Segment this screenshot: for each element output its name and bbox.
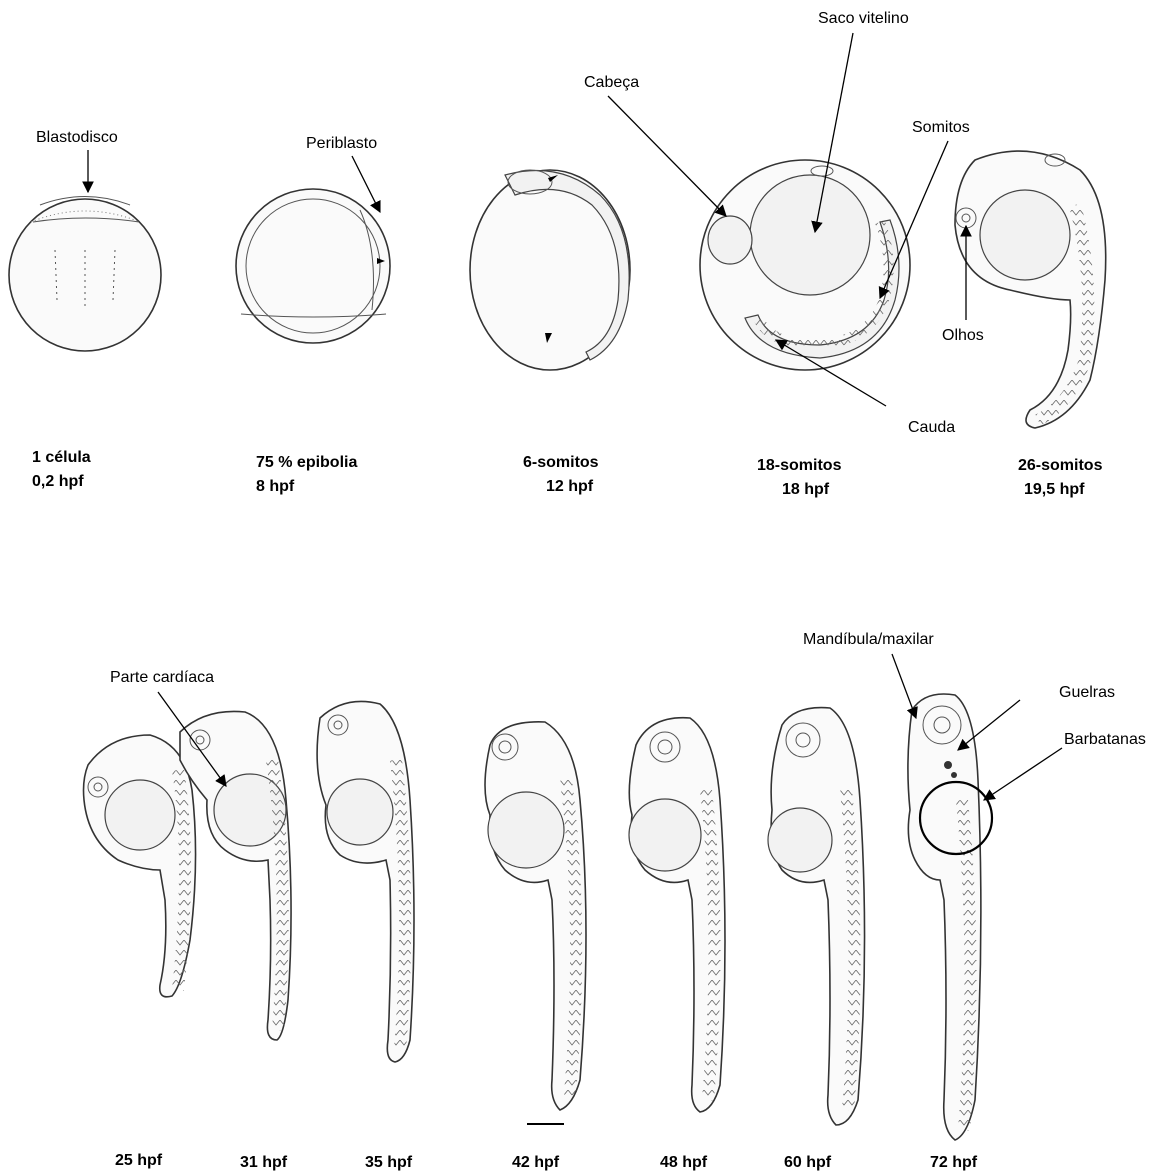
svg-text:26-somitos: 26-somitos xyxy=(1018,457,1103,474)
caption-1-celula: 1 célula 0,2 hpf xyxy=(32,449,91,490)
caption-60-hpf: 60 hpf xyxy=(784,1154,832,1171)
embryo-6-somitos xyxy=(470,170,630,370)
svg-text:18-somitos: 18-somitos xyxy=(757,457,842,474)
label-somitos: Somitos xyxy=(912,119,970,136)
embryo-1-cell xyxy=(9,197,161,352)
label-barbatanas: Barbatanas xyxy=(1064,731,1146,748)
svg-text:12 hpf: 12 hpf xyxy=(546,478,594,495)
caption-42-hpf: 42 hpf xyxy=(512,1154,560,1171)
svg-text:6-somitos: 6-somitos xyxy=(523,454,599,471)
label-blastodisco: Blastodisco xyxy=(36,129,118,146)
embryo-26-somitos xyxy=(955,151,1106,428)
label-cabeca: Cabeça xyxy=(584,74,639,91)
larva-72-hpf xyxy=(908,694,992,1140)
larva-48-hpf xyxy=(629,718,725,1112)
embryo-75-epibolia xyxy=(236,189,390,343)
larva-60-hpf xyxy=(768,708,865,1125)
larva-25-hpf xyxy=(84,735,196,997)
label-parte-cardiaca: Parte cardíaca xyxy=(110,669,214,686)
caption-72-hpf: 72 hpf xyxy=(930,1154,978,1171)
svg-text:8 hpf: 8 hpf xyxy=(256,478,295,495)
svg-text:1 célula: 1 célula xyxy=(32,449,91,466)
label-olhos: Olhos xyxy=(942,327,984,344)
svg-text:75 % epibolia: 75 % epibolia xyxy=(256,454,357,471)
svg-text:0,2 hpf: 0,2 hpf xyxy=(32,473,84,490)
larva-31-hpf xyxy=(180,711,291,1040)
label-cauda: Cauda xyxy=(908,419,955,436)
label-mandibula: Mandíbula/maxilar xyxy=(803,631,934,648)
label-saco-vitelino: Saco vitelino xyxy=(818,10,909,27)
caption-18-somitos: 18-somitos 18 hpf xyxy=(757,457,842,498)
caption-35-hpf: 35 hpf xyxy=(365,1154,413,1171)
caption-48-hpf: 48 hpf xyxy=(660,1154,708,1171)
larva-35-hpf xyxy=(317,701,414,1062)
label-guelras: Guelras xyxy=(1059,684,1115,701)
caption-6-somitos: 6-somitos 12 hpf xyxy=(523,454,599,495)
svg-text:19,5 hpf: 19,5 hpf xyxy=(1024,481,1085,498)
caption-26-somitos: 26-somitos 19,5 hpf xyxy=(1018,457,1103,498)
caption-75-epibolia: 75 % epibolia 8 hpf xyxy=(256,454,357,495)
caption-31-hpf: 31 hpf xyxy=(240,1154,288,1171)
embryo-18-somitos xyxy=(700,160,910,370)
label-periblasto: Periblasto xyxy=(306,135,377,152)
caption-25-hpf: 25 hpf xyxy=(115,1152,163,1169)
larva-42-hpf xyxy=(485,722,586,1110)
svg-text:18 hpf: 18 hpf xyxy=(782,481,830,498)
